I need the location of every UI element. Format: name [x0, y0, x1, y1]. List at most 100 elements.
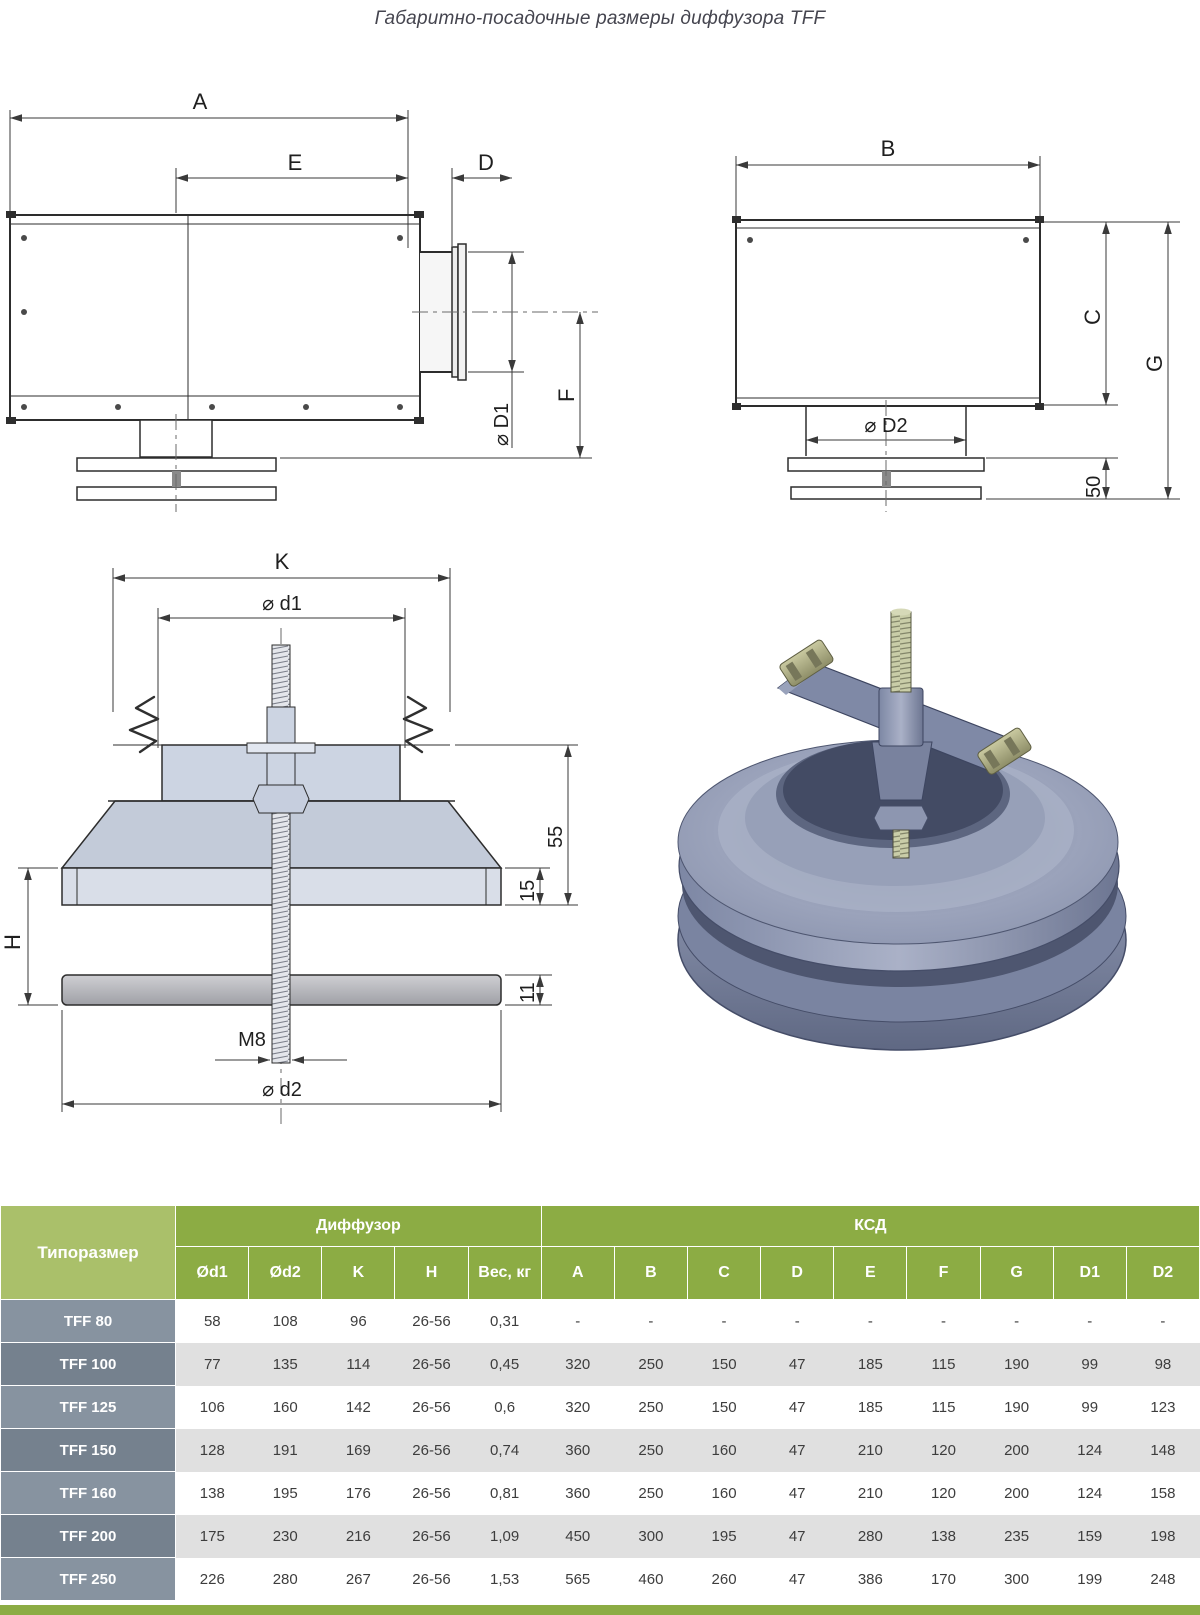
data-cell: 191 — [248, 1428, 322, 1472]
data-cell: 160 — [687, 1428, 761, 1472]
diffuser-under-box-front — [787, 400, 985, 512]
data-cell: 58 — [175, 1299, 249, 1343]
row-label: TFF 160 — [0, 1471, 176, 1515]
threaded-rod — [890, 611, 912, 693]
data-cell: 267 — [321, 1557, 395, 1601]
data-cell: 226 — [175, 1557, 249, 1601]
data-cell: 0,45 — [468, 1342, 542, 1386]
data-cell: 1,09 — [468, 1514, 542, 1558]
column-header: Вес, кг — [467, 1246, 542, 1300]
data-cell: 26-56 — [394, 1557, 469, 1601]
data-cell: - — [833, 1299, 907, 1343]
dim-label-d1-small: ⌀ d1 — [262, 593, 302, 615]
column-header: D2 — [1125, 1246, 1200, 1300]
data-cell: 96 — [321, 1299, 395, 1343]
row-label: TFF 150 — [0, 1428, 176, 1472]
dim-label-d2-small: ⌀ d2 — [262, 1079, 302, 1101]
data-cell: - — [1053, 1299, 1127, 1343]
data-cell: 320 — [541, 1385, 615, 1429]
hex-nut — [252, 784, 310, 814]
data-cell: 124 — [1053, 1428, 1127, 1472]
plenum-box-front — [732, 216, 1044, 410]
spring-clip-right — [977, 727, 1032, 775]
data-cell: 26-56 — [394, 1299, 469, 1343]
data-cell: - — [980, 1299, 1054, 1343]
data-cell: 135 — [248, 1342, 322, 1386]
data-cell: 47 — [760, 1557, 834, 1601]
dim-label-g: G — [1142, 355, 1167, 372]
data-cell: 280 — [833, 1514, 907, 1558]
row-label: TFF 100 — [0, 1342, 176, 1386]
data-cell: 148 — [1126, 1428, 1200, 1472]
mounting-bracket — [776, 608, 1032, 859]
dim-label-11: 11 — [517, 982, 539, 1003]
data-cell: 250 — [614, 1385, 688, 1429]
dim-label-d1: ⌀ D1 — [491, 403, 513, 446]
data-cell: 26-56 — [394, 1428, 469, 1472]
data-cell: 175 — [175, 1514, 249, 1558]
row-label: TFF 125 — [0, 1385, 176, 1429]
data-cell: 138 — [175, 1471, 249, 1515]
data-cell: - — [760, 1299, 834, 1343]
data-cell: 565 — [541, 1557, 615, 1601]
data-cell: 360 — [541, 1428, 615, 1472]
data-cell: 0,81 — [468, 1471, 542, 1515]
data-cell: 235 — [980, 1514, 1054, 1558]
data-cell: 47 — [760, 1385, 834, 1429]
dim-label-a: A — [193, 89, 208, 114]
product-3d-render — [677, 608, 1127, 1051]
group-header-diffuser: Диффузор — [175, 1205, 542, 1247]
data-cell: 185 — [833, 1342, 907, 1386]
column-header: F — [906, 1246, 981, 1300]
data-cell: 320 — [541, 1342, 615, 1386]
column-header: A — [540, 1246, 615, 1300]
rivet-dots — [21, 235, 403, 410]
column-header: D1 — [1052, 1246, 1127, 1300]
data-cell: - — [906, 1299, 981, 1343]
dimension-lines — [18, 568, 578, 1112]
data-cell: 0,6 — [468, 1385, 542, 1429]
hex-nut — [873, 805, 929, 831]
data-cell: 386 — [833, 1557, 907, 1601]
data-cell: 260 — [687, 1557, 761, 1601]
side-view-drawing: A E D ⌀ D1 F — [6, 89, 598, 512]
front-view-drawing: B ⌀ D2 C G 50 — [732, 140, 1180, 512]
column-header: Ød1 — [174, 1246, 250, 1300]
data-cell: 360 — [541, 1471, 615, 1515]
column-header: H — [394, 1246, 469, 1300]
data-cell: 195 — [248, 1471, 322, 1515]
data-cell: 185 — [833, 1385, 907, 1429]
column-header: K — [321, 1246, 396, 1300]
plenum-box — [6, 211, 424, 424]
column-header: Ød2 — [248, 1246, 323, 1300]
spring-clip-right — [402, 695, 434, 754]
data-cell: 250 — [614, 1342, 688, 1386]
data-cell: 138 — [906, 1514, 981, 1558]
spring-clips — [128, 695, 434, 754]
data-cell: - — [1126, 1299, 1200, 1343]
data-cell: 190 — [980, 1385, 1054, 1429]
section-view-drawing: K ⌀ d1 55 15 H 11 M8 ⌀ d2 — [0, 549, 578, 1125]
data-cell: 142 — [321, 1385, 395, 1429]
data-cell: 47 — [760, 1428, 834, 1472]
data-cell: 176 — [321, 1471, 395, 1515]
data-cell: 114 — [321, 1342, 395, 1386]
data-cell: 170 — [906, 1557, 981, 1601]
data-cell: 120 — [906, 1428, 981, 1472]
dimension-lines — [9, 110, 592, 459]
dim-label-d: D — [478, 150, 494, 175]
spring-clip-left — [779, 639, 834, 687]
data-cell: 108 — [248, 1299, 322, 1343]
data-cell: 199 — [1053, 1557, 1127, 1601]
bottom-accent-strip — [0, 1605, 1200, 1615]
data-cell: - — [687, 1299, 761, 1343]
group-header-ksd: КСД — [540, 1205, 1200, 1247]
row-label: TFF 200 — [0, 1514, 176, 1558]
data-cell: 230 — [248, 1514, 322, 1558]
